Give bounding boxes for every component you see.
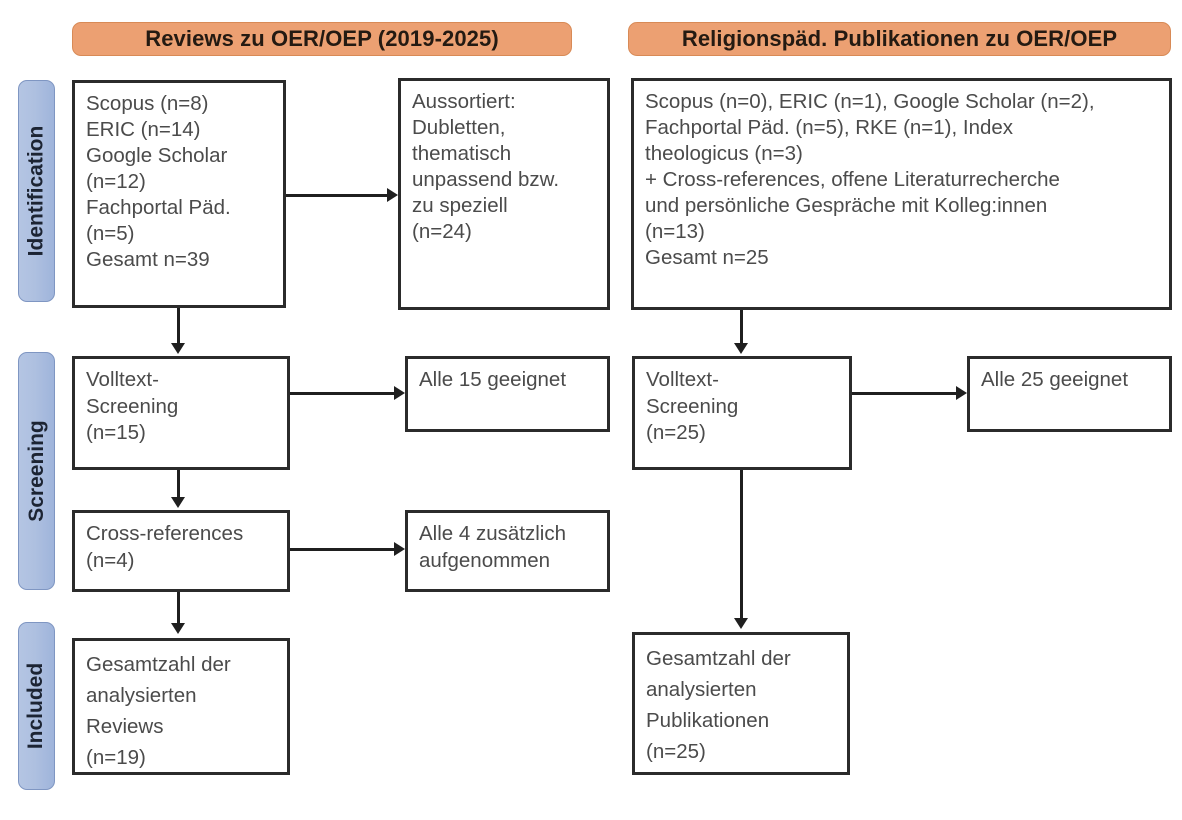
arrowhead-right-fulltext-to-result <box>956 386 967 400</box>
connector-left-sources-to-excluded <box>286 194 387 197</box>
box-left-included-total: Gesamtzahl der analysierten Reviews (n=1… <box>72 638 290 775</box>
column-header-right-label: Religionspäd. Publikationen zu OER/OEP <box>681 26 1118 51</box>
arrowhead-right-fulltext-to-included <box>734 618 748 629</box>
stage-pill-included-label: Included <box>24 662 48 750</box>
column-header-left-label: Reviews zu OER/OEP (2019-2025) <box>145 26 499 51</box>
box-right-fulltext-result: Alle 25 geeignet <box>967 356 1172 432</box>
connector-left-fulltext-to-result <box>290 392 394 395</box>
stage-pill-identification: Identification <box>18 80 55 302</box>
stage-pill-identification-label: Identification <box>24 125 48 257</box>
box-left-cross-references: Cross-references (n=4) <box>72 510 290 592</box>
arrowhead-left-sources-to-excluded <box>387 188 398 202</box>
connector-right-fulltext-to-result <box>852 392 956 395</box>
stage-pill-included: Included <box>18 622 55 790</box>
box-right-identification-sources: Scopus (n=0), ERIC (n=1), Google Scholar… <box>631 78 1172 310</box>
arrowhead-left-sources-to-fulltext <box>171 343 185 354</box>
box-left-excluded: Aussortiert: Dubletten, thematisch unpas… <box>398 78 610 310</box>
connector-left-fulltext-to-crossrefs <box>177 470 180 499</box>
stage-pill-screening: Screening <box>18 352 55 590</box>
box-right-fulltext-screening: Volltext- Screening (n=25) <box>632 356 852 470</box>
box-right-included-total: Gesamtzahl der analysierten Publikatione… <box>632 632 850 775</box>
box-left-identification-sources: Scopus (n=8) ERIC (n=14) Google Scholar … <box>72 80 286 308</box>
column-header-left: Reviews zu OER/OEP (2019-2025) <box>72 22 572 56</box>
connector-left-crossrefs-to-result <box>290 548 394 551</box>
arrowhead-left-crossrefs-to-included <box>171 623 185 634</box>
arrowhead-left-fulltext-to-result <box>394 386 405 400</box>
connector-right-sources-to-fulltext <box>740 310 743 345</box>
arrowhead-left-fulltext-to-crossrefs <box>171 497 185 508</box>
box-left-cross-references-result: Alle 4 zusätzlich aufgenommen <box>405 510 610 592</box>
box-left-fulltext-screening: Volltext- Screening (n=15) <box>72 356 290 470</box>
column-header-right: Religionspäd. Publikationen zu OER/OEP <box>628 22 1171 56</box>
connector-left-crossrefs-to-included <box>177 592 180 625</box>
arrowhead-right-sources-to-fulltext <box>734 343 748 354</box>
connector-right-fulltext-to-included <box>740 470 743 620</box>
box-left-fulltext-result: Alle 15 geeignet <box>405 356 610 432</box>
stage-pill-screening-label: Screening <box>24 420 48 522</box>
connector-left-sources-to-fulltext <box>177 308 180 345</box>
arrowhead-left-crossrefs-to-result <box>394 542 405 556</box>
